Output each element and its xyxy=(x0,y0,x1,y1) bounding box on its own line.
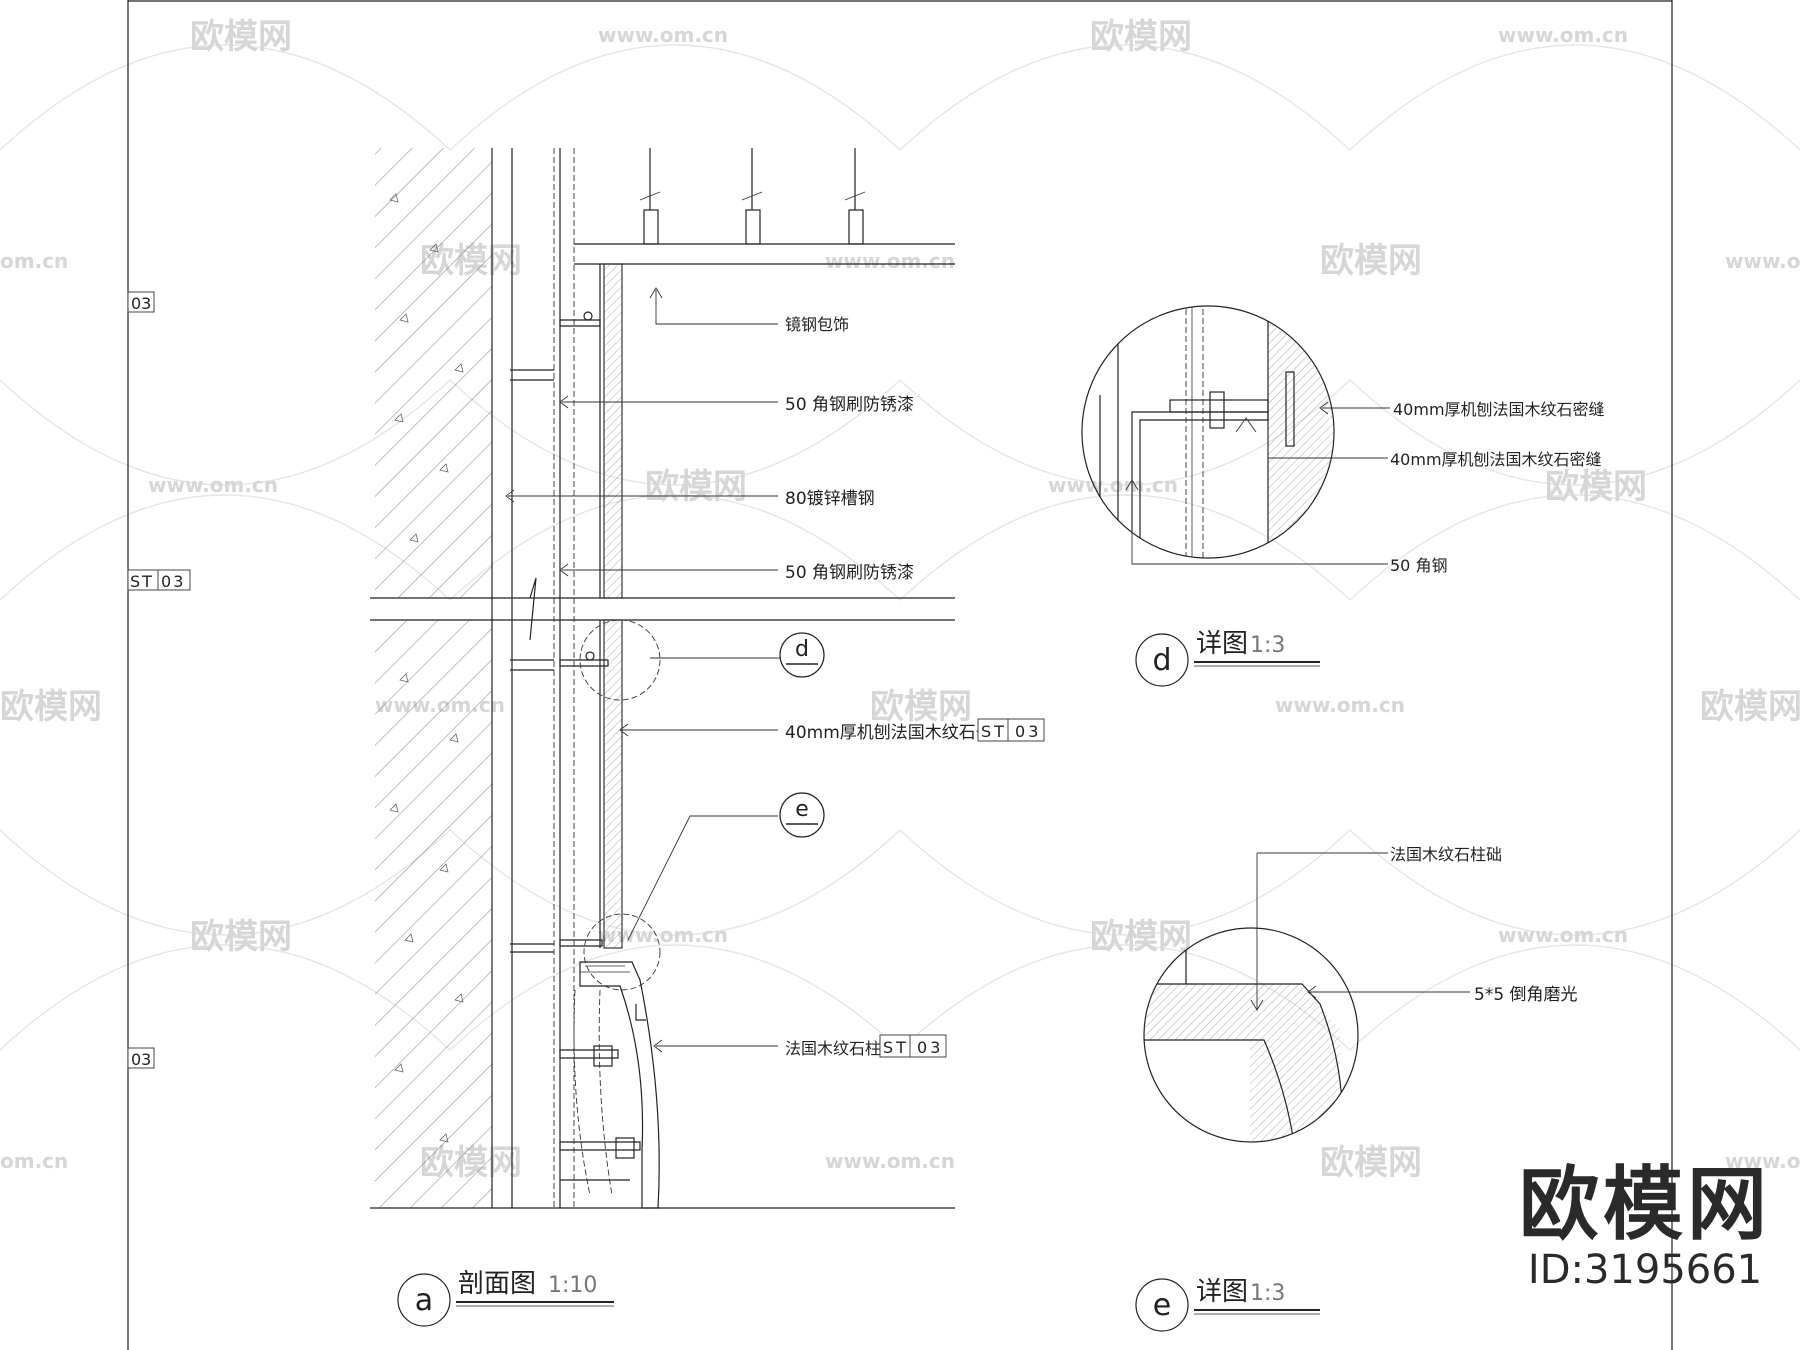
callout-e-letter: e xyxy=(795,797,809,822)
watermark-url: www.om.cn xyxy=(1725,1149,1800,1173)
watermark-url: www.om.cn xyxy=(148,473,278,497)
detail-d-drawing: 40mm厚机刨法国木纹石密缝 40mm厚机刨法国木纹石密缝 50 角钢 xyxy=(1081,305,1605,575)
section-title: 剖面图 xyxy=(458,1269,536,1299)
section-marker: a xyxy=(415,1283,433,1318)
sheet-frame xyxy=(127,0,1673,1350)
watermark-brand: 欧模网 xyxy=(1545,467,1647,507)
label-angle-steel-1: 50 角钢刷防锈漆 xyxy=(785,395,914,415)
detail-d-scale: 1:3 xyxy=(1250,633,1285,658)
watermark-url: om.cn xyxy=(0,1149,68,1173)
watermark-url: www.om.cn xyxy=(825,1149,955,1173)
callout-d-tag: d xyxy=(779,632,825,678)
watermark-brand: 欧模网 xyxy=(1090,917,1192,957)
detail-e-title-block: e 详图 1:3 xyxy=(1135,1277,1320,1332)
watermark-brand: 欧模网 xyxy=(1700,687,1800,727)
detail-e-scale: 1:3 xyxy=(1250,1281,1285,1306)
watermark-url: www.om.cn xyxy=(825,249,955,273)
watermark-brand: 欧模网 xyxy=(0,687,102,727)
watermark-url: www.om.cn xyxy=(1725,249,1800,273)
watermark-brand: 欧模网 xyxy=(190,17,292,57)
detail-d-label-stone-2: 40mm厚机刨法国木纹石密缝 xyxy=(1390,450,1602,469)
stone-base-tag-text: ST 03 xyxy=(883,1038,943,1057)
watermark-brand: 欧模网 xyxy=(645,467,747,507)
detail-e-drawing: 法国木纹石柱础 5*5 倒角磨光 xyxy=(1143,845,1578,1143)
detail-d-label-stone-1: 40mm厚机刨法国木纹石密缝 xyxy=(1393,400,1605,419)
detail-d-marker: d xyxy=(1152,643,1171,678)
detail-e-label-base: 法国木纹石柱础 xyxy=(1390,845,1502,864)
watermark-brand: 欧模网 xyxy=(190,917,292,957)
concrete-wall-lower xyxy=(375,620,492,1208)
watermark-layer: 欧模网 欧模网 欧模网 欧模网 欧模网 欧模网 欧模网 欧模网 欧模网 欧模网 … xyxy=(0,17,1800,1183)
section-annotations: 镜钢包饰 50 角钢刷防锈漆 80镀锌槽钢 50 角钢刷防锈漆 d 40mm厚机… xyxy=(505,287,1045,1058)
watermark-brand: 欧模网 xyxy=(870,687,972,727)
section-scale: 1:10 xyxy=(548,1273,597,1298)
label-mirror-steel: 镜钢包饰 xyxy=(785,315,849,334)
stone-base xyxy=(579,961,660,1209)
margin-tag: 03 xyxy=(127,1047,155,1069)
upper-stone-panel xyxy=(603,263,623,599)
detail-e-label-chamfer: 5*5 倒角磨光 xyxy=(1474,985,1578,1005)
detail-d-title: 详图 xyxy=(1196,629,1248,659)
watermark-url: www.om.cn xyxy=(1275,693,1405,717)
lower-stone-panel xyxy=(603,619,623,949)
detail-d-label-angle: 50 角钢 xyxy=(1390,556,1447,575)
margin-tag: 03 xyxy=(127,291,155,313)
stone-hanging-tag-text: ST 03 xyxy=(981,722,1041,741)
watermark-url: www.om.cn xyxy=(1498,23,1628,47)
stone-base-tag: ST 03 xyxy=(879,1034,947,1058)
section-drawing xyxy=(370,148,955,1209)
watermark-url: www.om.cn xyxy=(1048,473,1178,497)
detail-d-callout-circle xyxy=(579,619,661,701)
margin-tag-text: ST 03 xyxy=(130,572,185,591)
callout-d-letter: d xyxy=(795,637,809,662)
detail-e-title: 详图 xyxy=(1196,1277,1248,1307)
brand-name: 欧模网 xyxy=(1519,1158,1771,1251)
brand-block: 欧模网 ID:3195661 xyxy=(1505,1165,1785,1295)
watermark-url: om.cn xyxy=(0,249,68,273)
concrete-wall-upper xyxy=(375,148,492,598)
label-stone-base: 法国木纹石柱础 xyxy=(785,1039,897,1058)
callout-e-tag: e xyxy=(779,792,825,838)
margin-tag: ST 03 xyxy=(127,569,191,591)
watermark-url: www.om.cn xyxy=(598,23,728,47)
margin-tag-text: 03 xyxy=(131,294,151,313)
watermark-url: www.om.cn xyxy=(1498,923,1628,947)
brand-id: ID:3195661 xyxy=(1527,1247,1763,1293)
label-channel-steel: 80镀锌槽钢 xyxy=(785,489,875,509)
margin-tag-text: 03 xyxy=(131,1050,151,1069)
detail-e-marker: e xyxy=(1153,1288,1171,1323)
detail-d-title-block: d 详图 1:3 xyxy=(1135,629,1320,687)
watermark-brand: 欧模网 xyxy=(1320,241,1422,281)
section-title-block: a 剖面图 1:10 xyxy=(397,1269,614,1327)
label-stone-hanging: 40mm厚机刨法国木纹石干挂 xyxy=(785,723,1010,743)
watermark-brand: 欧模网 xyxy=(1090,17,1192,57)
watermark-brand: 欧模网 xyxy=(1320,1143,1422,1183)
stone-hanging-tag: ST 03 xyxy=(977,718,1045,742)
label-angle-steel-2: 50 角钢刷防锈漆 xyxy=(785,563,914,583)
